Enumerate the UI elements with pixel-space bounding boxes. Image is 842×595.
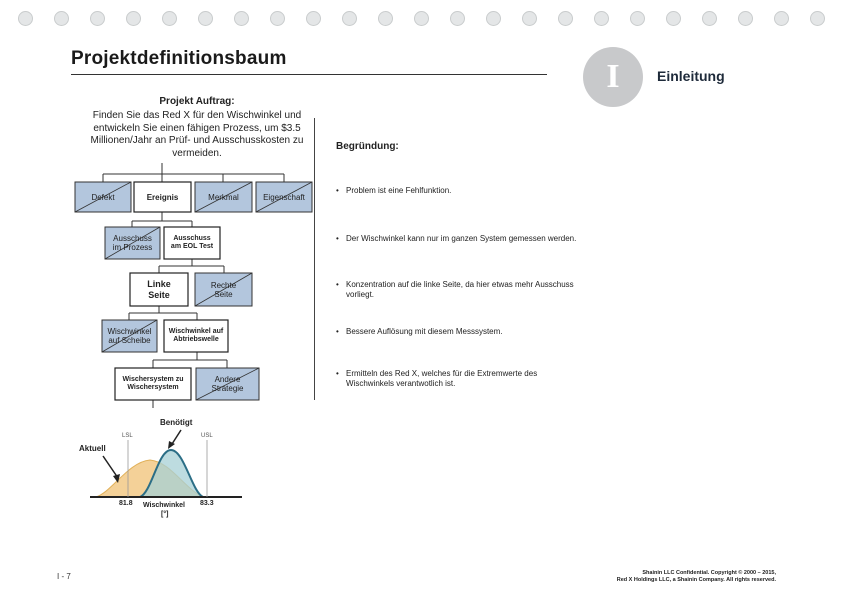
reason-item: •Konzentration auf die linke Seite, da h… (336, 280, 586, 300)
project-heading: Projekt Auftrag: (159, 96, 235, 107)
binder-hole (342, 11, 357, 26)
tree-box-rechte-seite (194, 272, 253, 307)
binder-hole (126, 11, 141, 26)
tree-label-wischersystem: Wischersystem zu Wischersystem (122, 375, 184, 392)
tree-box-linke-seite (129, 272, 189, 307)
graph-axis-label: Wischwinkel (143, 502, 185, 509)
page-number: I - 7 (57, 572, 71, 581)
tree-box-merkmal (194, 181, 253, 213)
tree-box-ereignis (133, 181, 192, 213)
tree-label-ereignis: Ereignis (146, 192, 179, 202)
tree-box-defekt (74, 181, 132, 213)
binder-hole (18, 11, 33, 26)
binder-hole (306, 11, 321, 26)
graph-label-lsl: LSL (122, 433, 133, 439)
tree-box-eigenschaft (255, 181, 313, 213)
tree-label-linke-seite: Linke Seite (147, 278, 171, 300)
tree-label-merkmal: Merkmal (208, 192, 239, 202)
binder-hole (198, 11, 213, 26)
tree-box-ausschuss-eol (163, 226, 221, 260)
binder-hole (486, 11, 501, 26)
tree-label-ausschuss-prozess: Ausschuss im Prozess (112, 234, 153, 252)
binder-hole (594, 11, 609, 26)
binder-hole (414, 11, 429, 26)
graph-label-needed: Benötigt (160, 418, 193, 427)
tree-label-ausschuss-eol: Ausschuss am EOL Test (170, 235, 214, 250)
reason-text: Problem ist eine Fehlfunktion. (346, 186, 452, 195)
tree-box-ausschuss-prozess (104, 226, 161, 260)
copyright-footer: Shainin LLC Confidential. Copyright © 20… (617, 570, 776, 584)
binder-hole (162, 11, 177, 26)
reason-text: Bessere Auflösung mit diesem Messsystem. (346, 327, 503, 336)
binder-hole (774, 11, 789, 26)
reason-text: Ermitteln des Red X, welches für die Ext… (346, 369, 538, 388)
binder-hole (666, 11, 681, 26)
reason-item: •Der Wischwinkel kann nur im ganzen Syst… (336, 234, 586, 244)
binder-hole (234, 11, 249, 26)
section-name: Einleitung (657, 68, 725, 84)
reason-text: Konzentration auf die linke Seite, da hi… (346, 280, 574, 299)
section-badge: I (583, 47, 643, 107)
reasons-heading: Begründung: (336, 141, 399, 152)
section-numeral: I (606, 58, 620, 95)
reason-text: Der Wischwinkel kann nur im ganzen Syste… (346, 234, 577, 243)
graph-value-lsl: 81.8 (119, 500, 133, 507)
tree-label-eigenschaft: Eigenschaft (263, 192, 305, 202)
page-title: Projektdefinitionsbaum (71, 48, 287, 69)
title-underline (71, 74, 547, 75)
binder-hole (810, 11, 825, 26)
footer-line: Shainin LLC Confidential. Copyright © 20… (642, 570, 776, 576)
binder-hole (450, 11, 465, 26)
binder-hole (90, 11, 105, 26)
reason-item: •Bessere Auflösung mit diesem Messsystem… (336, 327, 586, 337)
graph-label-usl: USL (201, 433, 213, 439)
binder-hole (738, 11, 753, 26)
graph-value-usl: 83.3 (200, 500, 214, 507)
binder-hole (54, 11, 69, 26)
reason-item: •Problem ist eine Fehlfunktion. (336, 186, 586, 196)
tree-label-andere-strategie: Andere Strategie (211, 375, 244, 393)
tree-label-defekt: Defekt (91, 192, 115, 202)
tree-box-wischwinkel-abtriebswelle (163, 319, 229, 353)
tree-box-andere-strategie (195, 367, 260, 401)
tree-label-rechte-seite: Rechte Seite (210, 280, 237, 299)
footer-line: Red X Holdings LLC, a Shainin Company. A… (616, 577, 776, 583)
tree-box-wischwinkel-scheibe (101, 319, 158, 353)
graph-axis-unit: [°] (161, 511, 169, 518)
tree-connectors (102, 163, 285, 408)
tree-label-wischwinkel-abtriebswelle: Wischwinkel auf Abtriebswelle (168, 327, 224, 344)
binder-holes (18, 11, 828, 27)
project-text: Finden Sie das Red X für den Wischwinkel… (90, 110, 304, 159)
distribution-graph (90, 429, 242, 498)
column-divider (314, 118, 315, 400)
binder-hole (522, 11, 537, 26)
tree-box-wischersystem (114, 367, 192, 401)
binder-hole (270, 11, 285, 26)
reason-item: •Ermitteln des Red X, welches für die Ex… (336, 369, 556, 389)
binder-hole (630, 11, 645, 26)
binder-hole (558, 11, 573, 26)
binder-hole (378, 11, 393, 26)
graph-label-actual: Aktuell (79, 444, 106, 453)
binder-hole (702, 11, 717, 26)
tree-label-wischwinkel-scheibe: Wischwinkel auf Scheibe (107, 327, 152, 345)
